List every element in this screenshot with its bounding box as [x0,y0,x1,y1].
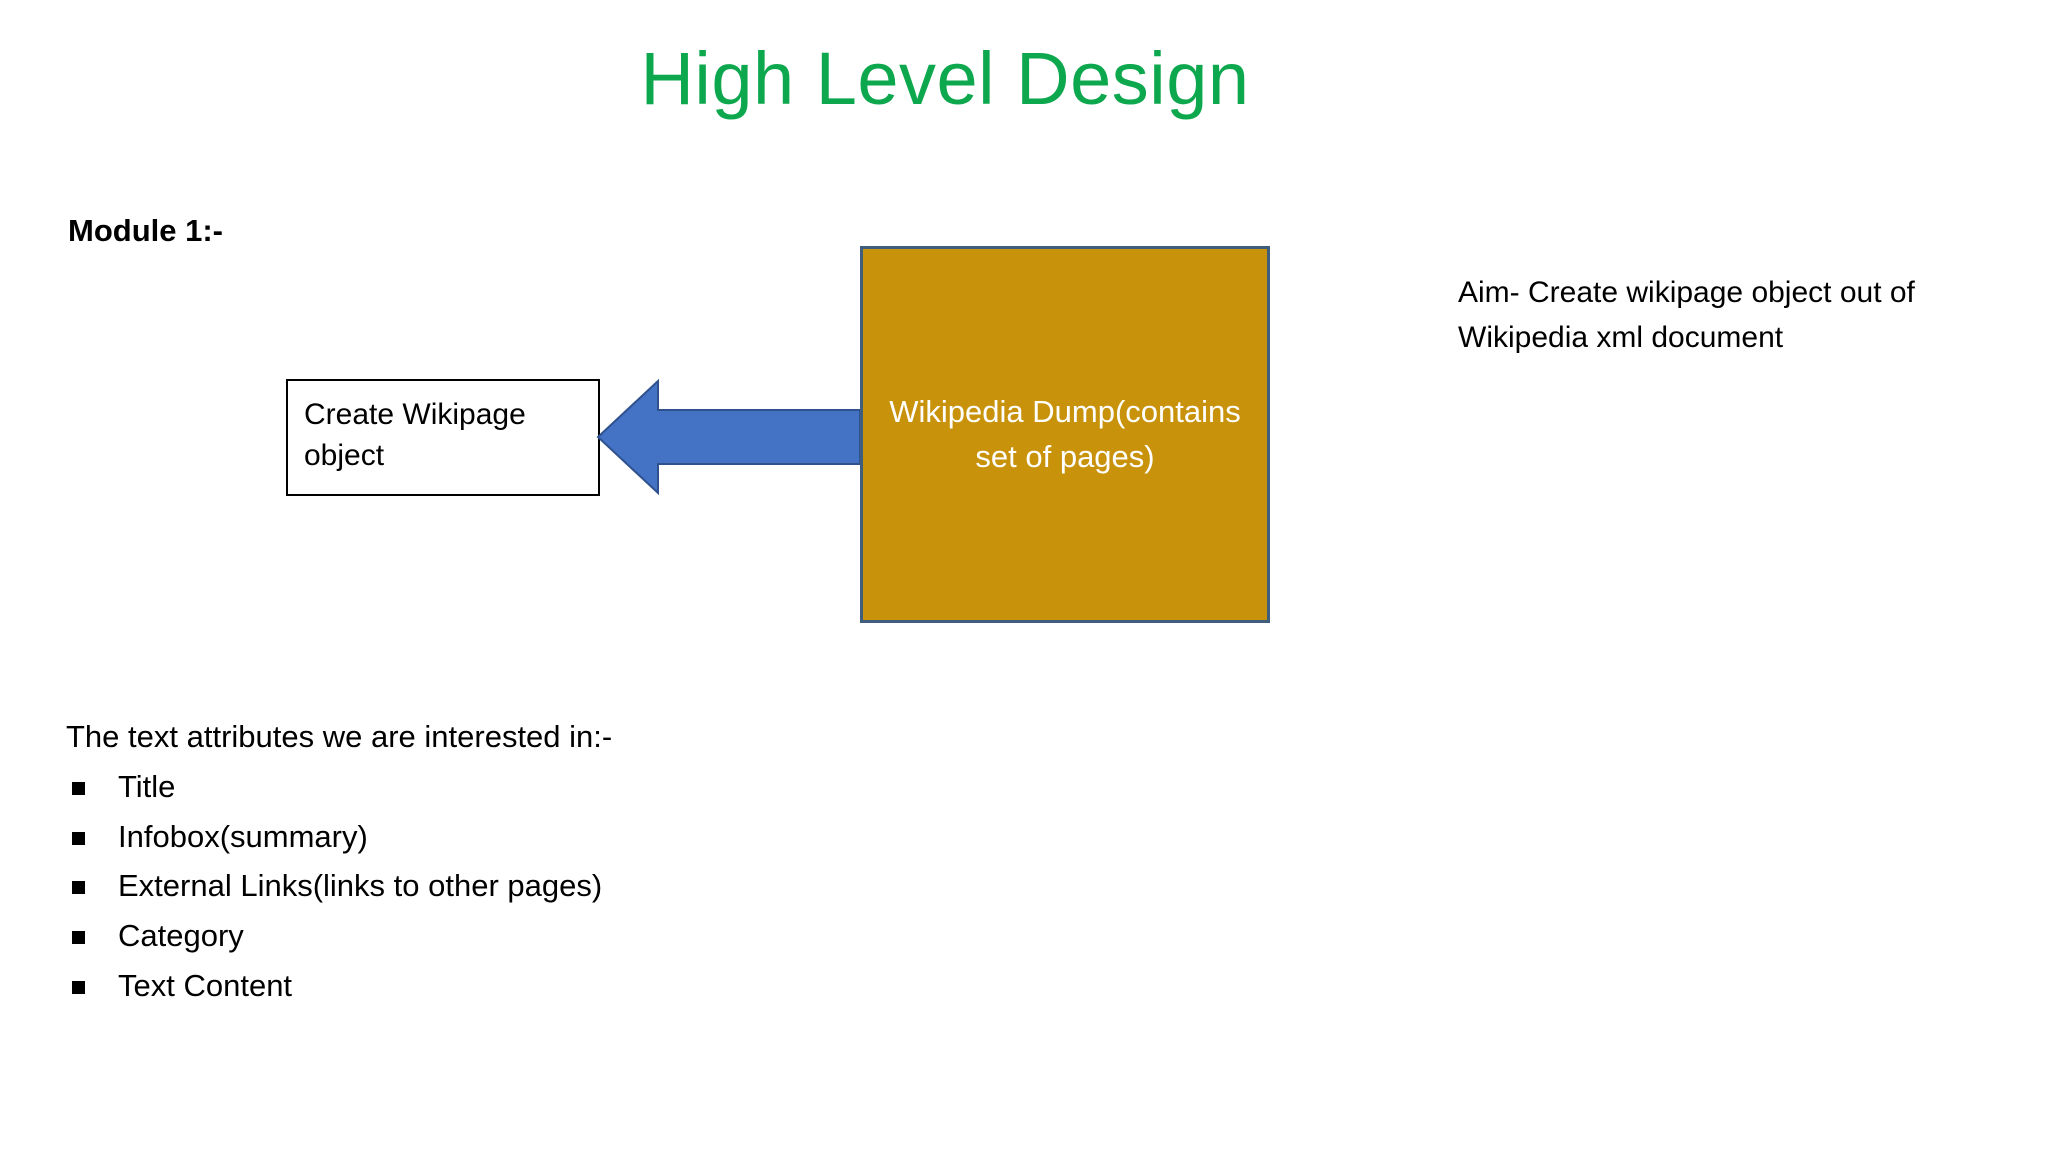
list-item-label: Category [118,917,244,953]
flow-arrow-shape [596,378,861,496]
aim-note: Aim- Create wikipage object out of Wikip… [1458,276,1915,354]
list-item: Title [66,769,966,806]
attributes-heading: The text attributes we are interested in… [66,719,613,754]
list-item: External Links(links to other pages) [66,868,966,905]
list-item-label: Infobox(summary) [118,818,368,854]
square-bullet-icon [72,831,85,845]
list-item: Category [66,918,966,955]
list-item-label: Text Content [118,967,293,1003]
list-item-label: External Links(links to other pages) [118,868,603,904]
square-bullet-icon [72,980,85,994]
arrow-polygon [596,378,861,496]
source-box: Wikipedia Dump(contains set of pages) [860,246,1270,623]
process-box-label: Create Wikipage object [304,398,526,473]
square-bullet-icon [72,782,85,796]
list-item-label: Title [118,769,176,805]
square-bullet-icon [72,881,85,895]
source-box-label: Wikipedia Dump(contains set of pages) [889,393,1241,474]
attributes-block: The text attributes we are interested in… [66,718,966,1017]
process-box: Create Wikipage object [286,379,600,496]
square-bullet-icon [72,930,85,944]
flow-arrow-left-icon [596,378,862,496]
attributes-list: Title Infobox(summary) External Links(li… [66,769,966,1004]
page-title: High Level Design [640,37,1250,120]
module-label: Module 1:- [68,213,223,248]
list-item: Infobox(summary) [66,819,966,856]
list-item: Text Content [66,968,966,1005]
